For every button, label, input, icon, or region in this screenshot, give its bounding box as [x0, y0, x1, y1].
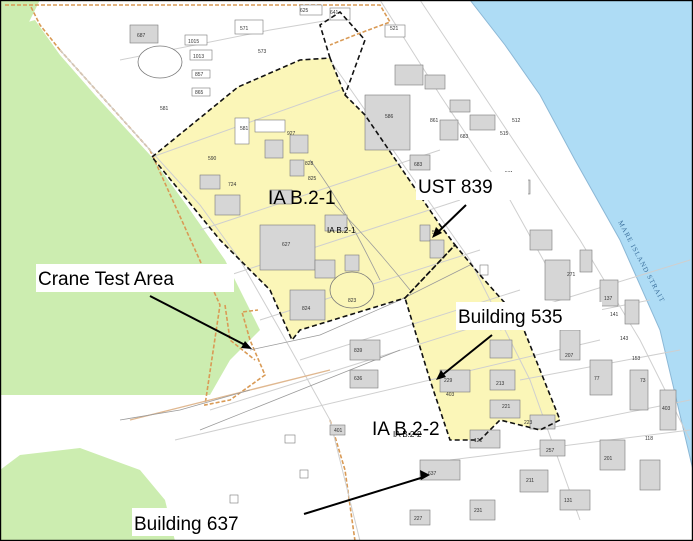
arrowhead-crane: [241, 341, 252, 349]
label-ia-b2-2: IA B.2-2: [372, 419, 440, 440]
svg-text:687: 687: [137, 33, 146, 39]
svg-text:512: 512: [512, 118, 521, 124]
svg-text:823: 823: [348, 298, 357, 304]
label-ia-b2-1-small: IA B.2-1: [327, 226, 356, 235]
svg-text:153: 153: [632, 356, 641, 362]
svg-text:927: 927: [287, 131, 296, 137]
svg-text:201: 201: [604, 456, 613, 462]
arrowhead-ust-839: [432, 227, 442, 238]
label-bg-b535: [456, 302, 602, 330]
svg-text:227: 227: [414, 516, 423, 522]
svg-text:828: 828: [305, 161, 314, 167]
svg-text:131: 131: [564, 498, 573, 504]
orange-boundary-left: [29, 4, 61, 51]
arrow-ust-839: [435, 204, 467, 235]
arrowhead-b637: [420, 470, 430, 480]
svg-text:229: 229: [444, 378, 453, 384]
svg-text:625: 625: [300, 8, 309, 14]
svg-text:636: 636: [354, 376, 363, 382]
label-bg-ust-839: [416, 172, 528, 200]
svg-text:581: 581: [240, 126, 249, 132]
track-oval: [329, 271, 375, 309]
svg-text:403: 403: [446, 392, 455, 398]
svg-text:137: 137: [604, 296, 613, 302]
svg-text:839: 839: [354, 348, 363, 354]
svg-text:118: 118: [645, 436, 653, 442]
svg-text:403: 403: [662, 406, 671, 412]
svg-text:571: 571: [240, 26, 249, 32]
svg-text:865: 865: [195, 90, 204, 96]
svg-text:627: 627: [282, 242, 291, 248]
svg-text:141: 141: [610, 312, 619, 318]
label-crane-test-area: Crane Test Area: [38, 269, 174, 290]
svg-text:211: 211: [526, 478, 534, 484]
svg-text:683: 683: [414, 162, 423, 168]
arrow-crane: [149, 295, 248, 347]
svg-text:213: 213: [496, 381, 505, 387]
arrow-b637: [303, 476, 425, 515]
rail-lines: [119, 159, 471, 431]
svg-text:590: 590: [208, 156, 217, 162]
label-ia-b2-1: IA B.2-1: [268, 188, 336, 209]
svg-text:271: 271: [567, 272, 576, 278]
svg-text:1015: 1015: [188, 39, 199, 45]
svg-text:857: 857: [195, 72, 204, 78]
site-area-ia-b2-1: [152, 58, 455, 340]
svg-text:257: 257: [546, 448, 555, 454]
svg-text:207: 207: [565, 353, 574, 359]
svg-text:73: 73: [640, 378, 646, 384]
svg-text:521: 521: [390, 26, 399, 32]
svg-text:1013: 1013: [193, 54, 204, 60]
svg-text:143: 143: [620, 336, 629, 342]
arrow-b535: [440, 334, 493, 377]
label-ia-b2-2-small: IA B.2-2: [393, 430, 422, 439]
svg-text:515: 515: [500, 131, 509, 137]
building-number-labels: 687 1015 1013 857 865 571 573 625 641 52…: [137, 8, 671, 522]
stadium-oval: [137, 45, 183, 79]
label-ust-839: UST 839: [418, 177, 493, 198]
svg-text:581: 581: [160, 106, 169, 112]
svg-text:683: 683: [460, 134, 469, 140]
label-building-535: Building 535: [458, 307, 563, 328]
svg-text:861: 861: [430, 118, 439, 124]
svg-text:401: 401: [334, 428, 343, 434]
svg-text:77: 77: [594, 376, 600, 382]
green-hill-west: [0, 20, 260, 395]
buildings: [129, 4, 677, 526]
svg-text:223: 223: [524, 420, 533, 426]
svg-text:824: 824: [302, 306, 311, 312]
arrowhead-b535: [436, 370, 446, 380]
svg-text:825: 825: [308, 176, 317, 182]
label-bg-crane: [36, 264, 234, 292]
water-strait: [470, 0, 693, 470]
svg-text:121: 121: [474, 438, 483, 444]
svg-text:573: 573: [258, 49, 267, 55]
svg-text:637: 637: [428, 471, 437, 477]
svg-text:231: 231: [474, 508, 483, 514]
label-bg-b637: [132, 508, 274, 536]
label-building-637: Building 637: [134, 514, 239, 535]
shoreline: [469, 0, 693, 471]
green-hill-sw: [0, 448, 175, 541]
svg-text:641: 641: [330, 10, 339, 16]
svg-text:586: 586: [385, 114, 394, 120]
svg-text:221: 221: [502, 404, 511, 410]
site-boundary-north-lobe: [319, 10, 366, 96]
green-top-left: [0, 0, 40, 40]
svg-text:724: 724: [228, 182, 237, 188]
site-boundary-ia-b2-2: [404, 243, 562, 441]
